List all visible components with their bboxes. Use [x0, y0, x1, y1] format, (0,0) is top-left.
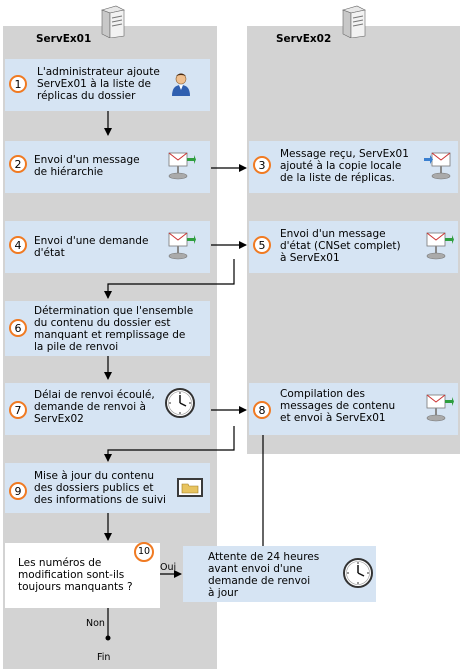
step-number-9: 9	[9, 482, 27, 500]
step-4-text: Envoi d'une demande d'état	[34, 235, 149, 259]
no-label: Non	[86, 618, 105, 629]
server-icon	[342, 5, 366, 38]
lane-title-servex02: ServEx02	[276, 33, 332, 45]
step-2-text: Envoi d'un message de hiérarchie	[34, 154, 140, 178]
step-number-5: 5	[253, 236, 271, 254]
yes-label: Oui	[160, 562, 177, 573]
mail-send-icon	[426, 232, 454, 260]
step-10-text: Les numéros de modification sont-ils tou…	[18, 557, 133, 593]
step-1-text: L'administrateur ajoute ServEx01 à la li…	[37, 66, 160, 102]
step-8-text: Compilation des messages de contenu et e…	[280, 388, 396, 424]
clock-icon	[343, 558, 373, 588]
mail-send-icon	[168, 232, 196, 260]
step-2-box	[5, 141, 210, 193]
mail-receive-icon	[424, 152, 451, 180]
step-6-box	[5, 301, 210, 356]
step-number-8: 8	[253, 401, 271, 419]
step-number-6: 6	[9, 319, 27, 337]
folder-icon	[177, 478, 203, 497]
wait-text: Attente de 24 heures avant envoi d'une d…	[208, 551, 320, 599]
step-3-box	[249, 141, 458, 193]
step-5-text: Envoi d'un message d'état (CNSet complet…	[280, 228, 401, 264]
server-icon	[101, 5, 125, 38]
step-6-text: Détermination que l'ensemble du contenu …	[34, 305, 194, 353]
step-number-10: 10	[134, 542, 154, 562]
step-8-box	[249, 383, 458, 435]
step-5-box	[249, 221, 458, 273]
end-dot	[105, 635, 111, 641]
step-7-text: Délai de renvoi écoulé, demande de renvo…	[34, 389, 155, 425]
step-4-box	[5, 221, 210, 273]
step-9-text: Mise à jour du contenu des dossiers publ…	[34, 470, 166, 506]
arrow-5-to-6	[104, 259, 235, 299]
step-number-3: 3	[253, 156, 271, 174]
mail-send-icon	[168, 152, 196, 180]
step-number-4: 4	[9, 236, 27, 254]
step-3-text: Message reçu, ServEx01 ajouté à la copie…	[280, 148, 409, 184]
lane-title-servex01: ServEx01	[36, 33, 92, 45]
step-number-7: 7	[9, 401, 27, 419]
step-1-box	[5, 59, 210, 111]
user-icon	[172, 73, 190, 96]
step-9-box	[5, 463, 210, 513]
arrow-8-to-9	[104, 426, 235, 462]
step-number-2: 2	[9, 155, 27, 173]
end-label: Fin	[97, 652, 111, 663]
mail-send-icon	[426, 394, 454, 422]
step-number-1: 1	[9, 75, 27, 93]
clock-icon	[165, 388, 195, 418]
